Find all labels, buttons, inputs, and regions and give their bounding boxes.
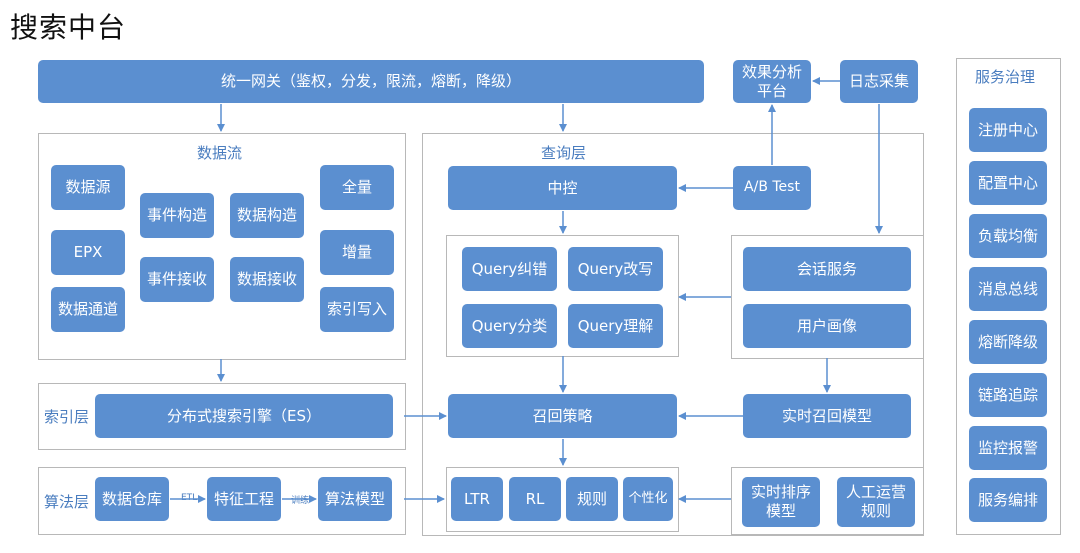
query-understand-box: Query理解 [568, 304, 663, 348]
data-build-box: 数据构造 [230, 193, 304, 238]
data-channel-box: 数据通道 [51, 287, 125, 332]
gov-lb-box: 负载均衡 [969, 214, 1047, 258]
index-write-box: 索引写入 [320, 287, 394, 332]
search-engine-box: 分布式搜索引擎（ES） [95, 394, 393, 438]
gov-trace-box: 链路追踪 [969, 373, 1047, 417]
data-warehouse-box: 数据仓库 [95, 477, 169, 521]
gov-monitor-box: 监控报警 [969, 426, 1047, 470]
user-profile-box: 用户画像 [743, 304, 911, 348]
effect-platform-box: 效果分析 平台 [733, 60, 811, 103]
feature-eng-box: 特征工程 [207, 477, 281, 521]
data-source-box: 数据源 [51, 165, 125, 210]
page-title: 搜索中台 [10, 11, 127, 44]
gateway-box: 统一网关（鉴权，分发，限流，熔断，降级） [38, 60, 704, 103]
realtime-rank-box: 实时排序 模型 [742, 477, 820, 527]
incr-box: 增量 [320, 230, 394, 275]
manual-ops-box: 人工运营 规则 [837, 477, 915, 527]
etl-label: ETL [180, 493, 199, 503]
event-build-box: 事件构造 [140, 193, 214, 238]
gov-breaker-box: 熔断降级 [969, 320, 1047, 364]
ab-test-box: A/B Test [733, 166, 811, 210]
rl-box: RL [509, 477, 561, 521]
train-label: 训练 [290, 493, 311, 506]
data-recv-box: 数据接收 [230, 257, 304, 302]
log-collect-box: 日志采集 [840, 60, 918, 103]
rules-box: 规则 [566, 477, 618, 521]
central-ctrl-box: 中控 [448, 166, 677, 210]
ltr-box: LTR [451, 477, 503, 521]
gov-registry-box: 注册中心 [969, 108, 1047, 152]
realtime-recall-box: 实时召回模型 [743, 394, 911, 438]
algo-model-box: 算法模型 [318, 477, 392, 521]
session-service-box: 会话服务 [743, 247, 911, 291]
query-layer-label: 查询层 [541, 144, 587, 162]
algo-layer-label: 算法层 [44, 493, 90, 511]
query-rewrite-box: Query改写 [568, 247, 663, 291]
gov-orchestrate-box: 服务编排 [969, 478, 1047, 522]
event-recv-box: 事件接收 [140, 257, 214, 302]
governance-label: 服务治理 [975, 68, 1036, 86]
query-correct-box: Query纠错 [462, 247, 557, 291]
epx-box: EPX [51, 230, 125, 275]
personalize-box: 个性化 [623, 477, 673, 521]
recall-strategy-box: 召回策略 [448, 394, 677, 438]
gov-bus-box: 消息总线 [969, 267, 1047, 311]
gov-config-box: 配置中心 [969, 161, 1047, 205]
data-flow-label: 数据流 [197, 144, 243, 162]
query-classify-box: Query分类 [462, 304, 557, 348]
full-box: 全量 [320, 165, 394, 210]
index-layer-label: 索引层 [44, 408, 90, 426]
